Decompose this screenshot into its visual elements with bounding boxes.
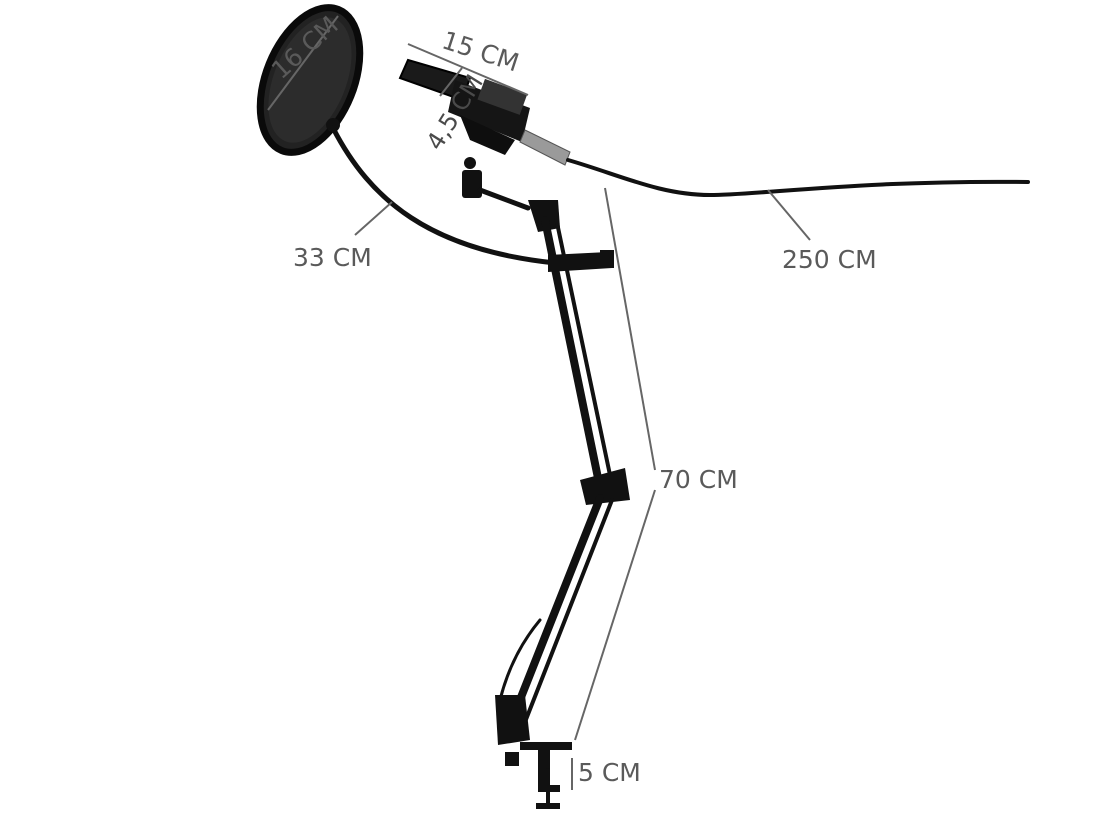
gooseneck-clamp	[548, 252, 612, 272]
dimension-lines	[267, 15, 811, 790]
lower-arm-rod-2	[523, 498, 614, 724]
pop-filter-dimension-line	[267, 15, 339, 111]
mic-width-dimension-line	[439, 67, 463, 97]
mount-knob	[462, 170, 482, 198]
pop-filter-mesh	[268, 17, 352, 143]
arm-top-bracket	[528, 200, 560, 232]
mic-shock-mount	[460, 115, 515, 155]
arm-base-joint	[495, 695, 530, 745]
gooseneck-length-label: 33 CM	[293, 243, 372, 272]
pop-filter	[256, 4, 364, 156]
xlr-cable	[566, 158, 1030, 198]
gooseneck	[330, 125, 558, 266]
arm-length-dimension-upper	[604, 187, 656, 471]
mic-head	[398, 58, 472, 102]
desk-clamp	[505, 742, 572, 809]
clamp-lock-knob	[505, 752, 519, 766]
mic-mount-joint	[462, 157, 531, 211]
clamp-knob	[600, 250, 614, 268]
lower-arm-rod-1	[506, 494, 604, 729]
arm-length-dimension-lower	[574, 489, 656, 741]
elbow-joint	[580, 468, 630, 505]
mic-body	[448, 80, 530, 142]
pop-filter-clip	[326, 118, 340, 132]
mic-shock-mount-top	[477, 78, 528, 115]
cable-pointer	[767, 189, 811, 241]
mount-screw	[464, 157, 476, 169]
cable-length-label: 250 CM	[782, 245, 877, 274]
gooseneck-pointer	[354, 201, 393, 236]
clamp-body	[520, 742, 572, 792]
mic-length-dimension-line	[407, 43, 529, 96]
mic-length-label: 15 CM	[439, 26, 523, 78]
arm-spring	[498, 618, 542, 702]
microphone	[398, 58, 571, 166]
xlr-connector	[519, 129, 571, 166]
mount-rod	[477, 187, 531, 211]
clamp-screw-handle	[536, 803, 560, 809]
scissor-arm	[495, 200, 630, 745]
arm-length-label: 70 CM	[659, 465, 738, 494]
clamp-opening-label: 5 CM	[578, 758, 641, 787]
